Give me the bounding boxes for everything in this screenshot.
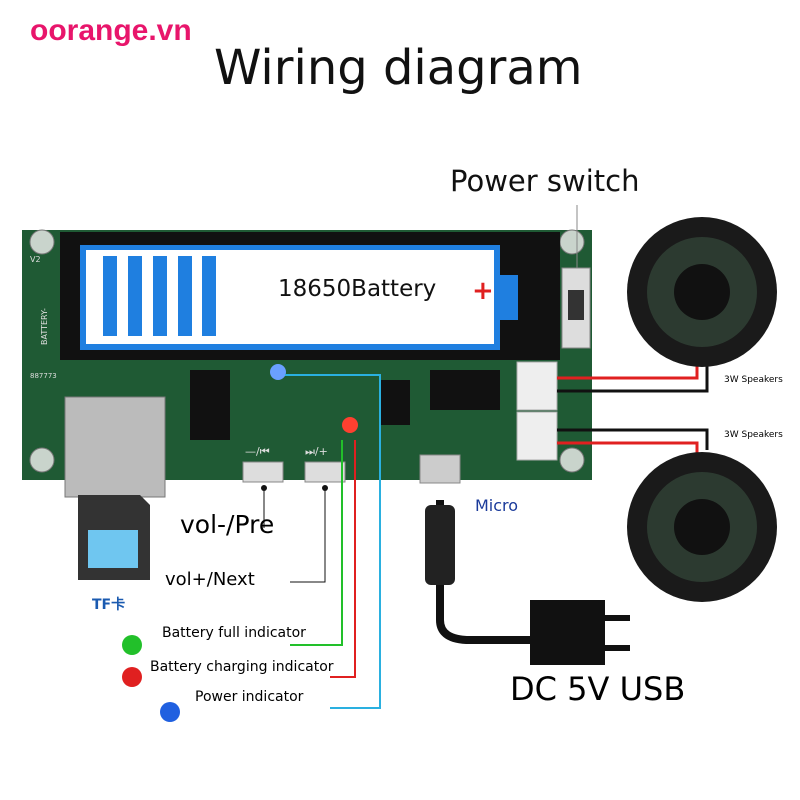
micro-label: Micro	[475, 496, 519, 515]
battery-charging-label: Battery charging indicator	[150, 659, 334, 675]
vol-plus-button[interactable]	[304, 461, 346, 483]
speaker-connector-1	[516, 361, 558, 411]
prev-mark: —/⏮	[245, 445, 270, 458]
battery-label: 18650Battery	[278, 276, 437, 302]
tf-card-slot[interactable]	[64, 396, 166, 498]
page-title: Wiring diagram	[214, 40, 583, 96]
board-code: 887773	[30, 372, 57, 380]
usb-plug	[530, 600, 605, 665]
blue-led-icon	[160, 702, 180, 722]
red-led-icon	[122, 667, 142, 687]
chips	[190, 370, 500, 440]
vol-plus-label: vol+/Next	[165, 569, 255, 590]
speaker-top	[627, 217, 777, 367]
usb-cable	[436, 500, 530, 644]
blue-led	[270, 364, 286, 380]
vol-minus-label: vol-/Pre	[180, 510, 275, 539]
mounting-holes	[29, 229, 585, 473]
battery-level-bars	[103, 256, 216, 336]
speaker-top-label: 3W Speakers	[724, 375, 783, 385]
power-switch-label: Power switch	[450, 164, 640, 198]
red-led	[342, 417, 358, 433]
wire-red	[330, 440, 356, 678]
board-version: V2	[30, 255, 41, 264]
battery-full-label: Battery full indicator	[162, 625, 306, 641]
speaker-bottom	[627, 452, 777, 602]
wire-green	[290, 440, 343, 646]
tf-card-label: TF卡	[92, 597, 126, 613]
tf-card-icon	[78, 495, 150, 580]
battery-plus: +	[472, 276, 494, 306]
speaker-connector-2	[516, 411, 558, 461]
power-indicator-label: Power indicator	[195, 689, 304, 705]
battery-minus: BATTERY-	[40, 308, 49, 345]
speaker-bottom-label: 3W Speakers	[724, 430, 783, 440]
next-mark: ⏭/+	[305, 445, 328, 458]
battery-terminal	[500, 275, 518, 320]
dc-usb-label: DC 5V USB	[510, 670, 686, 708]
wire-cyan	[285, 374, 381, 709]
green-led-icon	[122, 635, 142, 655]
micro-usb-port[interactable]	[419, 454, 461, 484]
vol-minus-button[interactable]	[242, 461, 284, 483]
watermark-logo: oorange.vn	[30, 14, 192, 47]
